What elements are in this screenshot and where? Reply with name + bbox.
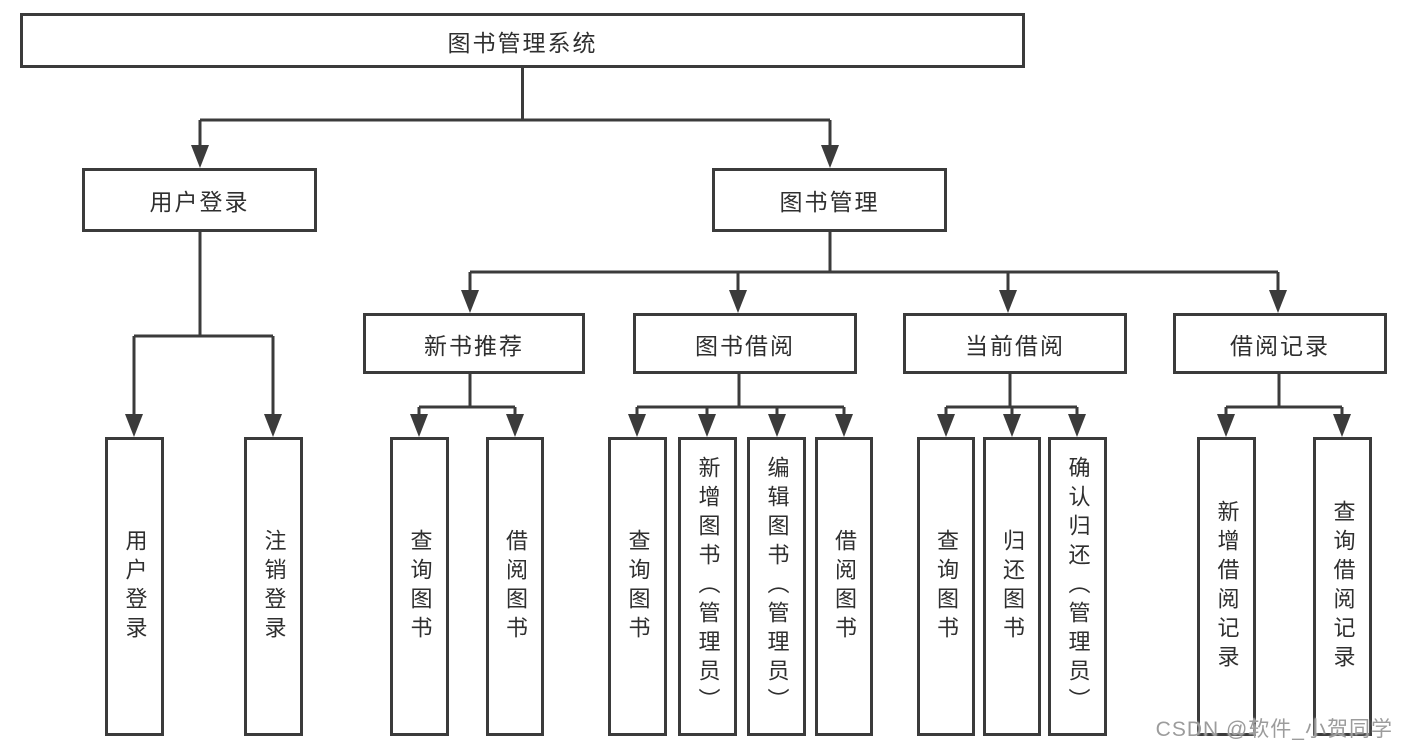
- connector-book-management: [468, 232, 1280, 296]
- arrowhead: [461, 290, 479, 313]
- leaf-label: 借阅图书: [832, 528, 857, 645]
- node-new-book-recommend: 新书推荐: [363, 313, 585, 374]
- arrowhead: [1269, 290, 1287, 313]
- leaf-label: 借阅图书: [503, 528, 528, 645]
- leaf-label: 新增图书（管理员）: [695, 456, 721, 717]
- arrowhead: [125, 414, 143, 437]
- node-book-management: 图书管理: [712, 168, 947, 232]
- node-user-login: 用户登录: [82, 168, 317, 232]
- node-label: 新书推荐: [424, 332, 524, 359]
- leaf-user-login: 用户登录: [105, 437, 164, 736]
- leaf-label: 查询图书: [407, 528, 433, 645]
- arrowhead: [191, 145, 209, 168]
- leaf-query-borrow-record: 查询借阅记录: [1313, 437, 1372, 736]
- leaf-borrow-books-recommend: 借阅图书: [486, 437, 544, 736]
- arrowhead: [768, 414, 786, 437]
- connector-root: [198, 68, 832, 150]
- node-label: 图书管理: [779, 189, 880, 215]
- leaf-add-borrow-record: 新增借阅记录: [1197, 437, 1256, 736]
- arrowhead: [1003, 414, 1021, 437]
- node-label: 图书借阅: [695, 332, 795, 359]
- node-borrow-records: 借阅记录: [1173, 313, 1387, 374]
- csdn-watermark: CSDN @软件_小贺同学: [1155, 718, 1393, 741]
- connector-book-borrow: [635, 374, 846, 420]
- connector-new-book: [417, 374, 517, 420]
- leaf-label: 编辑图书（管理员）: [764, 456, 790, 717]
- arrowhead: [506, 414, 524, 437]
- leaf-query-books-recommend: 查询图书: [390, 437, 449, 736]
- arrowhead: [698, 414, 716, 437]
- leaf-query-books-current: 查询图书: [917, 437, 975, 736]
- arrowhead: [1068, 414, 1086, 437]
- connector-current-borrow: [944, 374, 1079, 420]
- leaf-label: 用户登录: [122, 528, 148, 645]
- arrowhead: [729, 290, 747, 313]
- leaf-confirm-return-admin: 确认归还（管理员）: [1048, 437, 1107, 736]
- node-label: 用户登录: [149, 189, 250, 215]
- node-label: 当前借阅: [965, 332, 1065, 359]
- arrowhead: [628, 414, 646, 437]
- leaf-logout: 注销登录: [244, 437, 303, 736]
- leaf-edit-books-admin: 编辑图书（管理员）: [747, 437, 806, 736]
- leaf-label: 查询借阅记录: [1330, 499, 1356, 674]
- leaf-label: 查询图书: [934, 528, 959, 645]
- arrowhead: [937, 414, 955, 437]
- arrowhead: [999, 290, 1017, 313]
- connector-borrow-records: [1224, 374, 1344, 420]
- arrowheads: [125, 145, 1351, 437]
- arrowhead: [821, 145, 839, 168]
- arrowhead: [835, 414, 853, 437]
- arrowhead: [1333, 414, 1351, 437]
- arrowhead: [264, 414, 282, 437]
- leaf-label: 注销登录: [261, 528, 287, 645]
- node-root-library-system: 图书管理系统: [20, 13, 1025, 68]
- node-label: 借阅记录: [1230, 332, 1330, 359]
- leaf-label: 归还图书: [1000, 528, 1025, 645]
- leaf-borrow-books: 借阅图书: [815, 437, 873, 736]
- leaf-label: 新增借阅记录: [1214, 499, 1240, 674]
- leaf-add-books-admin: 新增图书（管理员）: [678, 437, 737, 736]
- node-label: 图书管理系统: [447, 29, 598, 56]
- arrowhead: [410, 414, 428, 437]
- leaf-return-books: 归还图书: [983, 437, 1041, 736]
- connector-user-login: [132, 232, 275, 420]
- leaf-label: 查询图书: [625, 528, 651, 645]
- arrowhead: [1217, 414, 1235, 437]
- leaf-label: 确认归还（管理员）: [1065, 456, 1091, 717]
- node-current-borrow: 当前借阅: [903, 313, 1127, 374]
- node-book-borrow: 图书借阅: [633, 313, 857, 374]
- leaf-query-books-borrow: 查询图书: [608, 437, 667, 736]
